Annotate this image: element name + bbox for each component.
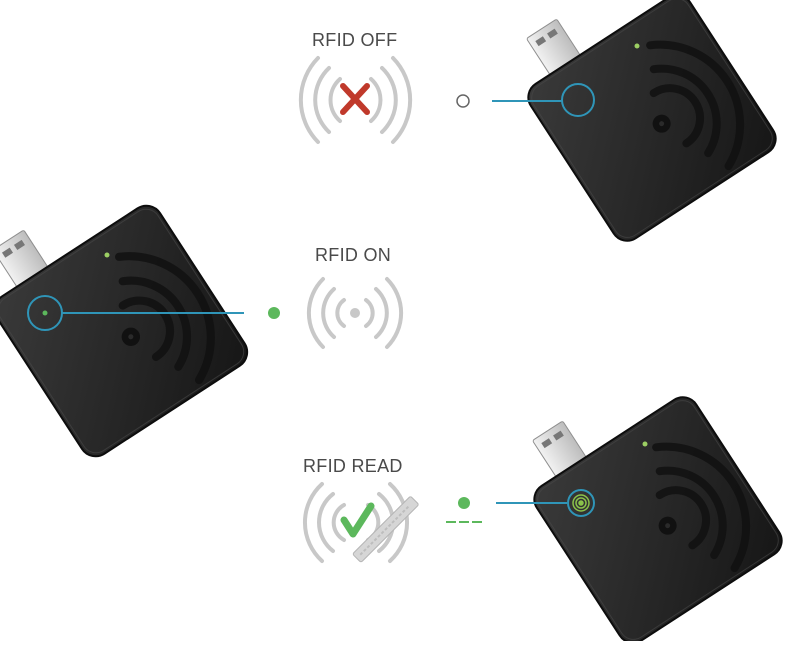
reader-led-on [43, 311, 48, 316]
state-label-read: RFID READ [303, 456, 403, 477]
rfid-reader-on [0, 200, 253, 463]
rfid-waves-on-icon [309, 279, 401, 347]
rfid-reader-off [522, 0, 782, 247]
rfid-reader-read [528, 391, 786, 641]
led-off-indicator [457, 95, 469, 107]
reader-indicator-dot [643, 442, 648, 447]
reader-led-read [573, 495, 589, 511]
cross-icon [343, 86, 367, 112]
state-label-on: RFID ON [315, 245, 391, 266]
led-read-indicator [458, 497, 470, 509]
led-on-indicator [268, 307, 280, 319]
state-label-off: RFID OFF [312, 30, 397, 51]
rfid-card-icon [352, 496, 418, 562]
reader-indicator-dot [105, 253, 110, 258]
check-icon [344, 506, 371, 534]
reader-indicator-dot [635, 44, 640, 49]
